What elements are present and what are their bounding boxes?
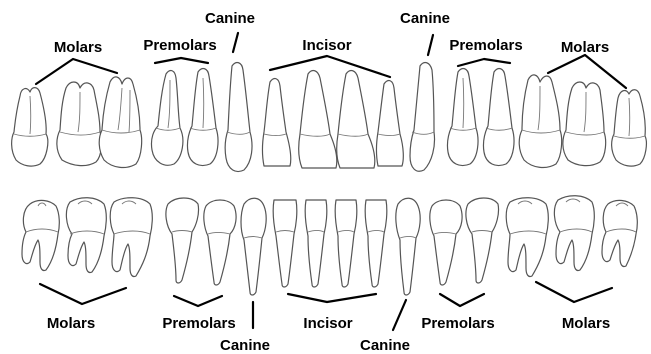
bracket-upper-molars-right — [548, 55, 626, 88]
label-upper-molars-left: Molars — [54, 39, 102, 56]
label-upper-canine-left: Canine — [205, 10, 255, 27]
label-lower-premolars-left: Premolars — [162, 315, 235, 332]
tooth-upper-molar-6 — [612, 90, 647, 166]
label-lower-canine-left: Canine — [220, 337, 270, 354]
label-upper-premolars-right: Premolars — [449, 37, 522, 54]
tooth-lower-molar-3 — [110, 198, 152, 277]
tooth-upper-canine-left — [225, 63, 252, 172]
tooth-upper-premolar-1 — [151, 71, 182, 166]
tooth-lower-molar-5 — [554, 196, 594, 271]
bracket-upper-molars-left — [36, 59, 117, 84]
tooth-upper-molar-4 — [519, 75, 561, 168]
pointer-upper-canine-right — [428, 35, 433, 55]
tooth-lower-premolar-4 — [466, 198, 499, 283]
tooth-upper-molar-3 — [99, 77, 141, 168]
tooth-lower-molar-1 — [22, 200, 59, 270]
label-lower-molars-left: Molars — [47, 315, 95, 332]
bracket-lower-premolars-right — [440, 294, 484, 306]
bracket-upper-premolars-right — [458, 59, 510, 66]
tooth-lower-incisor-1 — [273, 200, 297, 287]
tooth-upper-molar-5 — [563, 82, 606, 166]
label-upper-premolars-left: Premolars — [143, 37, 216, 54]
tooth-lower-premolar-1 — [166, 198, 199, 283]
tooth-upper-premolar-2 — [187, 69, 218, 166]
pointer-upper-canine-left — [233, 33, 238, 52]
bracket-upper-incisor — [270, 56, 390, 77]
tooth-upper-premolar-4 — [483, 69, 514, 166]
label-upper-incisor: Incisor — [302, 37, 351, 54]
label-lower-premolars-right: Premolars — [421, 315, 494, 332]
pointer-lower-canine-right — [393, 300, 406, 330]
tooth-lower-molar-4 — [506, 198, 548, 277]
tooth-lower-premolar-2 — [204, 200, 236, 285]
tooth-upper-incisor-2 — [299, 71, 337, 168]
tooth-lower-incisor-4 — [365, 200, 387, 287]
bracket-lower-premolars-left — [174, 296, 222, 306]
tooth-lower-canine-right — [396, 198, 420, 295]
bracket-lower-incisor — [288, 294, 376, 302]
tooth-upper-molar-1 — [12, 88, 48, 166]
tooth-lower-molar-2 — [66, 198, 106, 273]
label-lower-incisor: Incisor — [303, 315, 352, 332]
label-upper-molars-right: Molars — [561, 39, 609, 56]
tooth-upper-incisor-3 — [337, 71, 375, 168]
tooth-lower-canine-left — [241, 198, 266, 295]
label-lower-canine-right: Canine — [360, 337, 410, 354]
tooth-upper-premolar-3 — [447, 69, 478, 166]
tooth-lower-incisor-3 — [335, 200, 357, 287]
bracket-lower-molars-left — [40, 284, 126, 304]
tooth-upper-incisor-4 — [377, 81, 404, 166]
label-upper-canine-right: Canine — [400, 10, 450, 27]
label-lower-molars-right: Molars — [562, 315, 610, 332]
tooth-lower-molar-6 — [602, 200, 637, 266]
tooth-lower-premolar-3 — [430, 200, 462, 285]
tooth-upper-canine-right — [410, 63, 435, 172]
bracket-upper-premolars-left — [155, 58, 208, 63]
tooth-upper-incisor-1 — [263, 79, 291, 166]
tooth-upper-molar-2 — [57, 82, 102, 166]
tooth-lower-incisor-2 — [305, 200, 327, 287]
bracket-lower-molars-right — [536, 282, 612, 302]
